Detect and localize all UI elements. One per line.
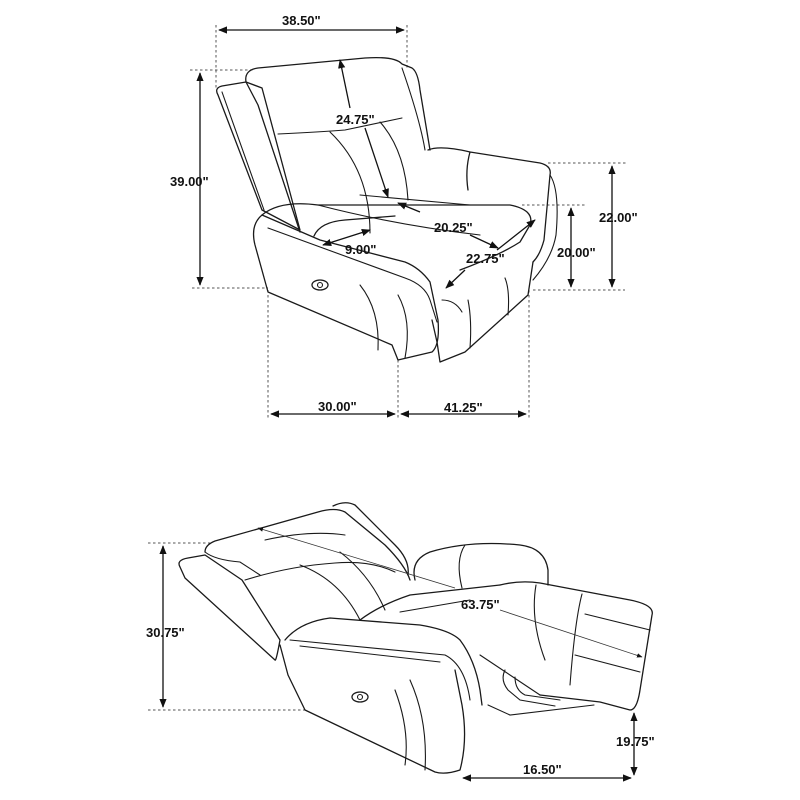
dim-overall-width-label: 38.50" (282, 13, 321, 28)
dim-seat-height-label: 20.00" (557, 245, 596, 260)
dim-seat-depth-label: 22.75" (466, 251, 505, 266)
dim-reclined-height-label: 30.75" (146, 625, 185, 640)
dim-reclined-length-label: 63.75" (461, 597, 500, 612)
reclined-chair-drawing (148, 502, 653, 782)
dim-arm-height-label: 22.00" (599, 210, 638, 225)
upright-chair-drawing (190, 25, 628, 420)
dim-seat-width-label: 20.25" (434, 220, 473, 235)
dim-back-height-label: 24.75" (336, 112, 375, 127)
dim-arm-width-label: 9.00" (345, 242, 377, 257)
power-button-icon (311, 279, 329, 291)
dim-footrest-height-label: 19.75" (616, 734, 655, 749)
dim-overall-height-label: 39.00" (170, 174, 209, 189)
dim-depth-side-label: 41.25" (444, 400, 483, 415)
power-button-icon (351, 691, 369, 703)
dim-depth-upright-label: 30.00" (318, 399, 357, 414)
dim-footrest-extension-label: 16.50" (523, 762, 562, 777)
